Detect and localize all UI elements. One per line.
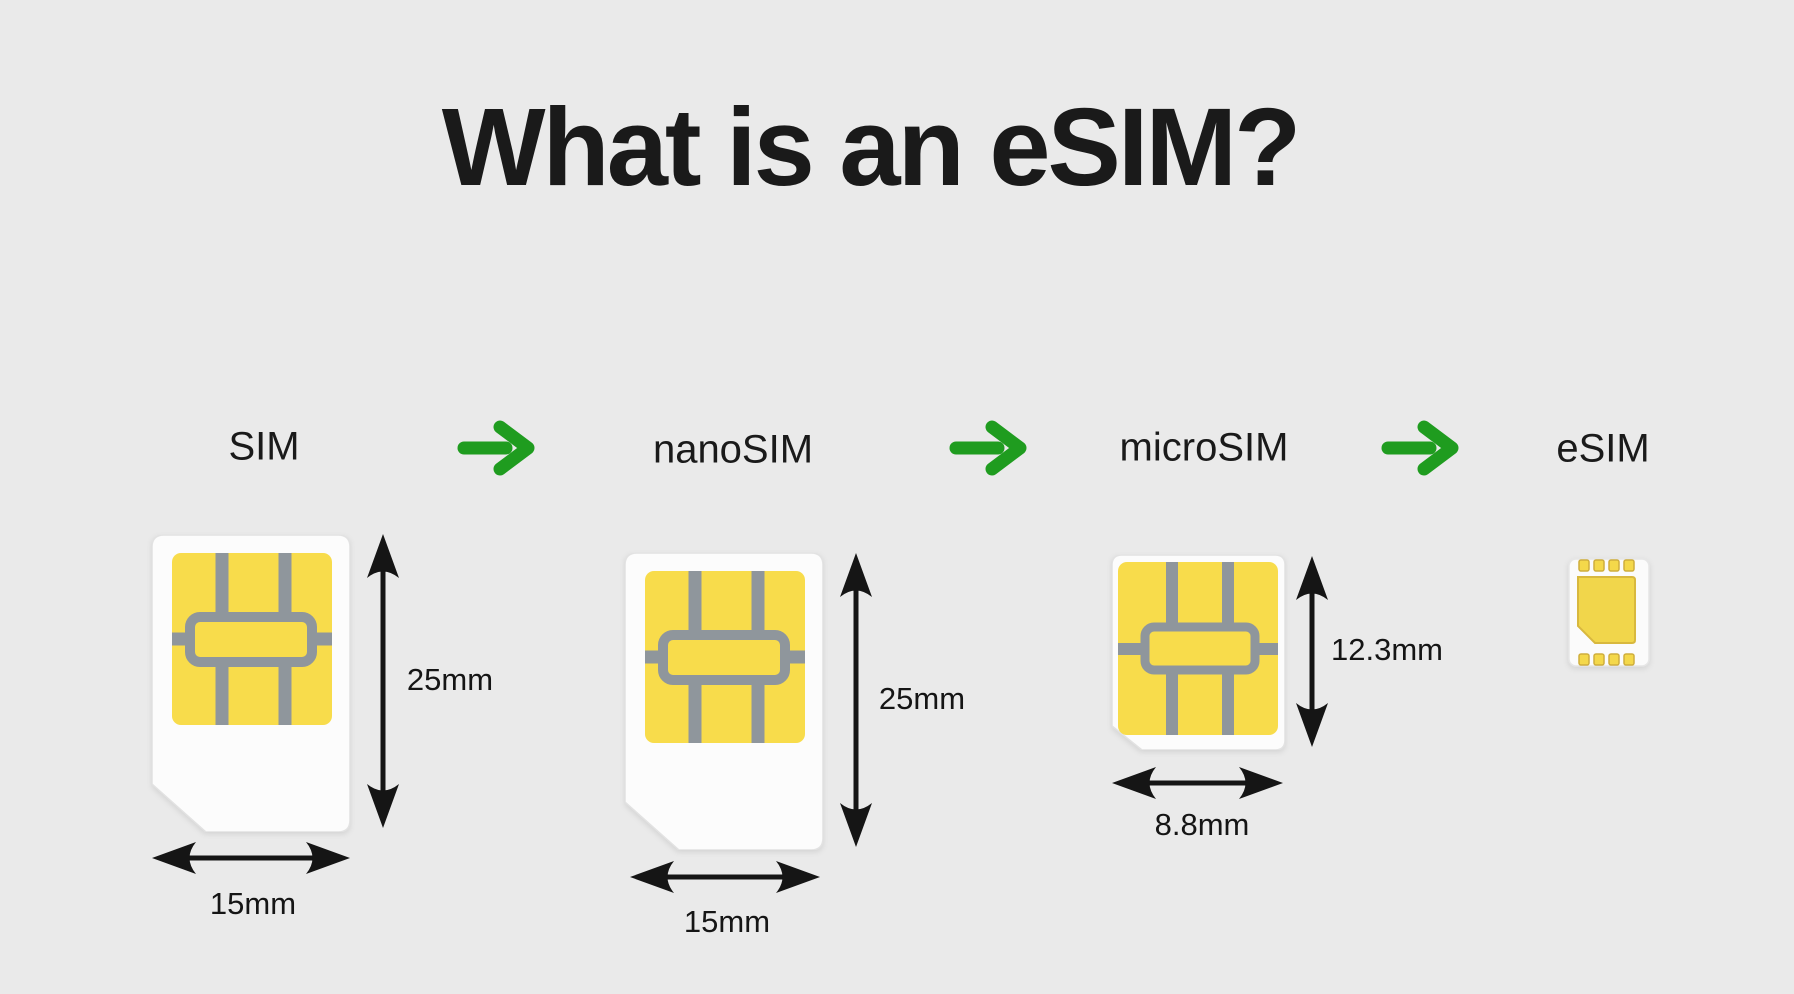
height-dimension-arrow — [1296, 556, 1328, 747]
width-dimension-arrow — [1112, 767, 1283, 799]
width-dimension-arrow — [152, 842, 350, 874]
stage-label-esim: eSIM — [1556, 426, 1650, 471]
arrow-right-icon — [457, 420, 535, 476]
esim-chip-graphic — [1568, 558, 1650, 667]
width-dimension-arrow — [630, 861, 820, 893]
stage-label-sim: SIM — [228, 424, 300, 469]
arrow-right-icon — [1381, 420, 1459, 476]
width-dimension-label: 15mm — [683, 904, 771, 939]
height-dimension-arrow — [367, 534, 399, 828]
arrow-right-icon — [949, 420, 1027, 476]
stage-label-microsim: microSIM — [1119, 425, 1289, 470]
height-dimension-arrow — [840, 553, 872, 847]
stage-label-nanosim: nanoSIM — [652, 427, 814, 472]
height-dimension-label: 25mm — [406, 662, 494, 697]
microsim-card-graphic — [1112, 555, 1285, 750]
page-title: What is an eSIM? — [441, 86, 1302, 209]
nanosim-card-graphic — [625, 553, 823, 850]
height-dimension-label: 25mm — [878, 681, 966, 716]
width-dimension-label: 15mm — [209, 886, 297, 921]
height-dimension-label: 12.3mm — [1331, 632, 1443, 667]
width-dimension-label: 8.8mm — [1154, 807, 1250, 842]
sim-card-graphic — [152, 535, 350, 832]
